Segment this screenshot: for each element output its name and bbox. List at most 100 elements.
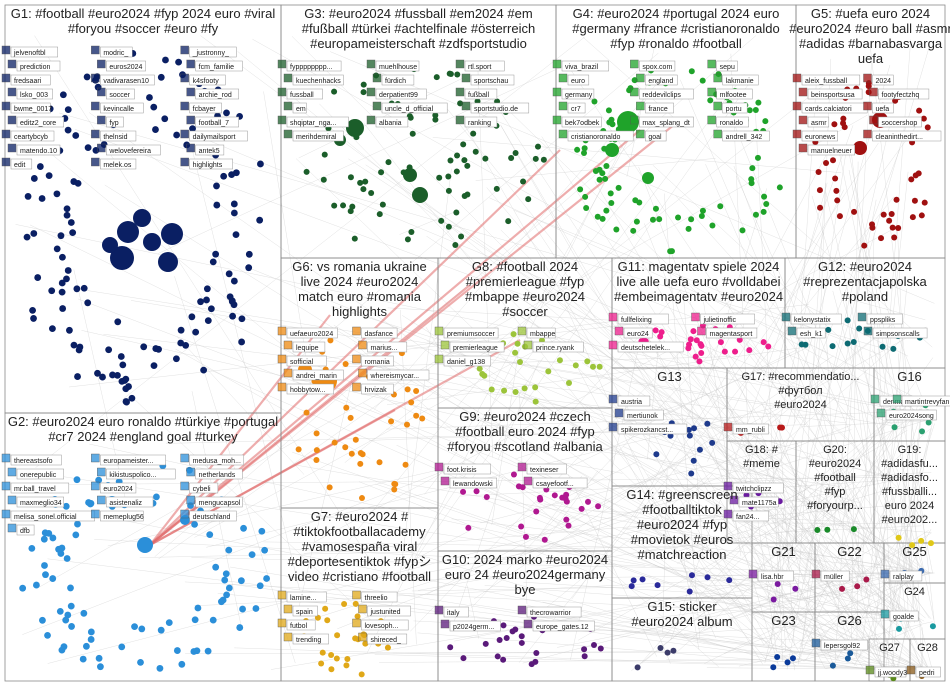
node-label-g11[interactable]: euro24 <box>614 326 653 339</box>
node-label-g10[interactable]: p2024germ... <box>440 619 501 632</box>
node-label-g11[interactable]: julietinoffic <box>691 312 755 325</box>
node-label-g6[interactable]: romania <box>352 354 394 367</box>
node-label-g3[interactable]: sportschau <box>461 73 515 86</box>
node-label-g5[interactable]: aleix_fussball <box>792 73 861 86</box>
node-label-g13[interactable]: austria <box>608 394 651 407</box>
node-label-g8[interactable]: mbappe <box>517 326 556 339</box>
node-label-g1[interactable]: welovefereira <box>97 143 161 156</box>
node-label-g4[interactable]: reddevilclips <box>630 87 694 100</box>
node-label-g1[interactable]: thelnsid <box>91 129 137 142</box>
node-label-g2[interactable]: europameister... <box>91 453 166 466</box>
node-label-g21[interactable]: lisa.hbr <box>748 569 794 582</box>
node-label-g11[interactable]: magentasport <box>697 326 758 339</box>
node-label-g2[interactable]: dfb <box>7 523 35 536</box>
node-label-g1[interactable]: prediction <box>7 59 61 72</box>
node-label-g6[interactable]: whereismycar... <box>358 368 430 381</box>
node-label-g4[interactable]: lakmanie <box>713 73 759 86</box>
node-label-g1[interactable]: ceartybcyb <box>1 129 55 142</box>
node-label-g13[interactable]: spikerozkancst... <box>608 422 688 435</box>
node-label-g7[interactable]: trending <box>283 632 329 645</box>
node-label-g3[interactable]: muehlhouse <box>366 59 420 72</box>
node-label-g1[interactable]: k4sfooty <box>180 73 226 86</box>
node-label-g3[interactable]: shqiptar_nga... <box>277 115 349 128</box>
node-label-g1[interactable]: modric_ <box>91 45 133 58</box>
node-label-g2[interactable]: mr.ball_travel <box>1 481 70 494</box>
node-label-g12[interactable]: simpsonscalls <box>863 326 928 339</box>
node-label-g3[interactable]: sportstudio.de <box>461 101 530 114</box>
node-label-g4[interactable]: france <box>636 101 674 114</box>
node-label-g2[interactable]: cybeli <box>180 481 219 494</box>
node-label-g27[interactable]: jj.woody3 <box>865 665 907 678</box>
node-label-g2[interactable]: kikistuspolico... <box>97 467 176 480</box>
node-label-g6[interactable]: hobbytow... <box>277 382 334 395</box>
node-label-g10[interactable]: italy <box>434 605 469 618</box>
node-label-g1[interactable]: vadivarasen10 <box>91 73 155 86</box>
node-label-g1[interactable]: dailymailsport <box>180 129 248 142</box>
node-label-g1[interactable]: jelvenoftbl <box>1 45 58 58</box>
node-label-g8[interactable]: premierleague <box>440 340 505 353</box>
node-label-g7[interactable]: spain <box>283 604 318 617</box>
node-label-g1[interactable]: fredsaari <box>1 73 51 86</box>
node-label-g1[interactable]: matendo.10 <box>7 143 61 156</box>
node-label-g1[interactable]: football_7 <box>186 115 239 128</box>
node-label-g6[interactable]: hrvizak <box>352 382 394 395</box>
node-label-g16[interactable]: euro2024song <box>876 408 937 421</box>
node-label-g3[interactable]: fußball <box>455 87 498 100</box>
node-label-g3[interactable]: albania <box>366 115 409 128</box>
node-label-g3[interactable]: fürdich <box>372 73 415 86</box>
node-label-g1[interactable]: soccer <box>97 87 135 100</box>
node-label-g1[interactable]: fcbayer <box>180 101 222 114</box>
node-label-g3[interactable]: rtl.sport <box>455 59 505 72</box>
node-label-g4[interactable]: mlfootee <box>707 87 753 100</box>
node-label-g9[interactable]: texineser <box>517 462 567 475</box>
node-label-g8[interactable]: prince.ryank <box>523 340 584 353</box>
node-label-g26[interactable]: lepersgol92 <box>811 638 868 651</box>
node-label-g3[interactable]: derpatient99 <box>366 87 427 100</box>
node-label-g3[interactable]: kuechenhacks <box>283 73 344 86</box>
node-label-g7[interactable]: shireced_ <box>358 632 408 645</box>
node-label-g1[interactable]: editz2_core <box>7 115 64 128</box>
node-label-g1[interactable]: kevincalle <box>91 101 144 114</box>
node-label-g7[interactable]: justunited <box>358 604 411 617</box>
node-label-g1[interactable]: bwme_0017 <box>1 101 52 114</box>
node-label-g1[interactable]: archie_rod <box>186 87 239 100</box>
node-label-g2[interactable]: asistenaliz <box>97 495 154 508</box>
node-label-g25[interactable]: ralplay <box>880 569 923 582</box>
node-label-g3[interactable]: fypppppppp... <box>277 59 342 72</box>
node-label-g5[interactable]: cleaninthedirt... <box>863 129 942 142</box>
node-label-g6[interactable]: marius... <box>358 340 408 353</box>
node-label-g2[interactable]: melisa_sonel.official <box>1 509 95 522</box>
node-label-g28[interactable]: pedri <box>906 665 941 678</box>
node-label-g1[interactable]: melek.os <box>91 157 137 170</box>
node-label-g9[interactable]: lewandowski <box>440 476 497 489</box>
node-label-g7[interactable]: threelio <box>352 590 398 603</box>
node-label-g3[interactable]: uncle_d_official <box>372 101 448 114</box>
node-label-g6[interactable]: dasfance <box>352 326 398 339</box>
node-label-g6[interactable]: sofficial <box>277 354 327 367</box>
node-label-g1[interactable]: highlights <box>180 157 233 170</box>
node-label-g12[interactable]: ppspliks <box>857 312 903 325</box>
node-label-g5[interactable]: asmr <box>798 115 830 128</box>
node-label-g18[interactable]: twitchclipzz <box>723 481 784 494</box>
node-label-g9[interactable]: csayefootf... <box>523 476 588 489</box>
node-label-g2[interactable]: euro2024 <box>91 481 137 494</box>
node-label-g4[interactable]: goal <box>636 129 667 142</box>
node-label-g4[interactable]: spox.com <box>630 59 676 72</box>
node-label-g3[interactable]: fussball <box>277 87 323 100</box>
node-label-g2[interactable]: medusa_moh... <box>180 453 245 466</box>
node-label-g2[interactable]: netherlands <box>186 467 243 480</box>
node-label-g9[interactable]: foot.krisis <box>434 462 491 475</box>
node-label-g5[interactable]: euronews <box>792 129 838 142</box>
node-label-g2[interactable]: maxmeglio34 <box>7 495 64 508</box>
node-label-g2[interactable]: thereastsofo <box>1 453 62 466</box>
node-label-g4[interactable]: germany <box>552 87 595 100</box>
node-label-g4[interactable]: cristianoronaldo <box>558 129 634 142</box>
node-label-g4[interactable]: euro <box>558 73 590 86</box>
node-label-g10[interactable]: thecrowarrior <box>517 605 582 618</box>
node-label-g5[interactable]: manuelneuer <box>798 143 855 156</box>
node-label-g8[interactable]: daniel_g138 <box>434 354 491 367</box>
node-label-g5[interactable]: uefa <box>863 101 894 114</box>
node-label-g17[interactable]: mm_rubli <box>723 422 769 435</box>
node-label-g5[interactable]: footyfectzhq <box>869 87 930 100</box>
node-label-g4[interactable]: viva_brazil <box>552 59 609 72</box>
